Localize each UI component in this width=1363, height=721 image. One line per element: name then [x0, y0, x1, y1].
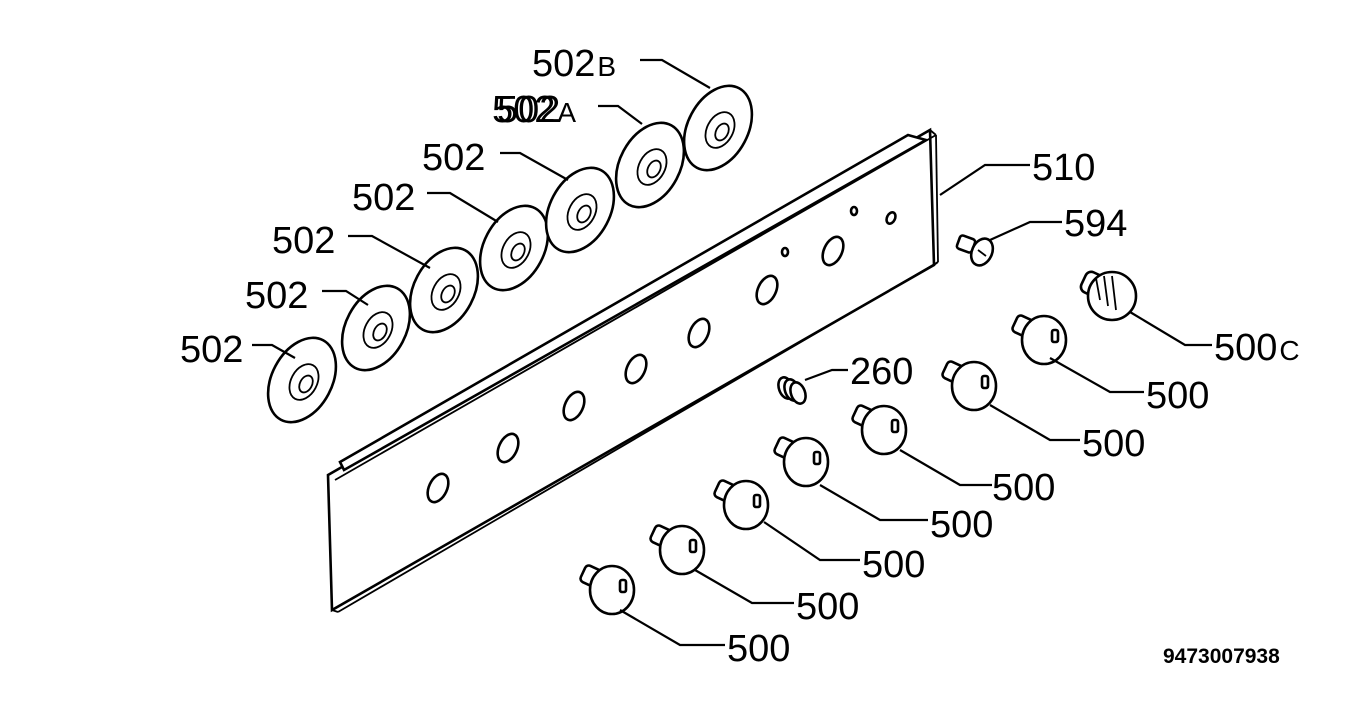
disc-group: [266, 84, 754, 424]
knob-1: [1011, 314, 1068, 366]
label-spring: 260: [850, 351, 913, 393]
disc-6: [614, 121, 686, 209]
label-disc-1: 502: [180, 329, 243, 371]
spring: [777, 376, 807, 405]
panel-holes: [426, 205, 897, 504]
knob-6: [649, 524, 706, 576]
disc-1: [266, 336, 338, 424]
control-panel: [326, 127, 939, 613]
disc-5: [544, 166, 616, 254]
screw: [955, 234, 995, 267]
label-disc-6: 502: [497, 89, 560, 131]
knob-group: [579, 314, 1068, 616]
label-knob-7: 500: [727, 628, 790, 670]
disc-3: [408, 246, 480, 334]
knob-5: [713, 479, 770, 531]
knob-3: [851, 404, 908, 456]
label-disc-5: 502: [422, 137, 485, 179]
label-disc-8: 502B: [532, 43, 616, 85]
label-knob-4: 500: [930, 504, 993, 546]
label-knob-6: 500: [796, 586, 859, 628]
label-knob-3: 500: [992, 467, 1055, 509]
knob-4: [773, 436, 830, 488]
leader-lines: [252, 58, 1212, 647]
label-knob-5: 500: [862, 544, 925, 586]
label-disc-7-visible: 502A: [492, 89, 576, 131]
label-panel: 510: [1032, 147, 1095, 189]
label-disc-4: 502: [352, 177, 415, 219]
disc-7: [682, 84, 754, 172]
label-screw: 594: [1064, 203, 1127, 245]
disc-4: [478, 204, 550, 292]
label-knob-special: 500C: [1214, 327, 1300, 369]
document-id: 9473007938: [1163, 645, 1280, 668]
label-knob-2: 500: [1082, 423, 1145, 465]
part-labels: 502 502 502 502 502 502 502 502A 502B 51…: [180, 43, 1300, 670]
knob-7: [579, 564, 636, 616]
knob-special: [1079, 270, 1138, 322]
knob-2: [941, 360, 998, 412]
label-disc-3: 502: [272, 220, 335, 262]
disc-2: [340, 284, 412, 372]
label-knob-1: 500: [1146, 375, 1209, 417]
label-disc-2: 502: [245, 275, 308, 317]
